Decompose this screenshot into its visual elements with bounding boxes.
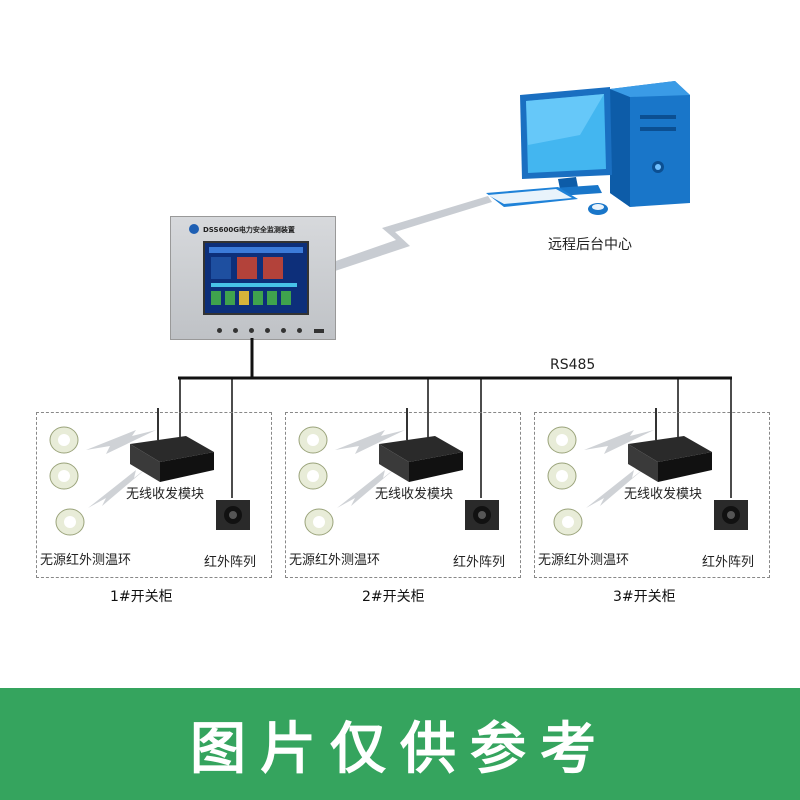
cabinet-3-devices	[534, 400, 774, 540]
temp-ring-icon	[554, 509, 582, 535]
temp-ring-icon	[50, 463, 78, 489]
temp-ring-icon	[56, 509, 84, 535]
temp-ring-icon	[548, 427, 576, 453]
temp-ring-icon	[299, 463, 327, 489]
cabinet-2-name: 2#开关柜	[362, 586, 425, 606]
temp-ring-icon	[548, 463, 576, 489]
rs485-label: RS485	[550, 357, 595, 373]
ir-label-3: 红外阵列	[702, 551, 754, 570]
wireless-module-label-1: 无线收发模块	[126, 483, 204, 502]
ring-label-1: 无源红外测温环	[40, 549, 131, 568]
ir-label-2: 红外阵列	[453, 551, 505, 570]
ring-label-3: 无源红外测温环	[538, 549, 629, 568]
wireless-module-label-2: 无线收发模块	[375, 483, 453, 502]
ir-label-1: 红外阵列	[204, 551, 256, 570]
cabinet-1-devices	[36, 400, 276, 540]
ring-label-2: 无源红外测温环	[289, 549, 380, 568]
reference-banner: 图片仅供参考	[0, 688, 800, 800]
cabinet-1-name: 1#开关柜	[110, 586, 173, 606]
cabinet-2-devices	[285, 400, 525, 540]
temp-ring-icon	[299, 427, 327, 453]
wireless-module-label-3: 无线收发模块	[624, 483, 702, 502]
temp-ring-icon	[50, 427, 78, 453]
cabinet-3-name: 3#开关柜	[613, 586, 676, 606]
temp-ring-icon	[305, 509, 333, 535]
banner-text: 图片仅供参考	[190, 704, 610, 785]
